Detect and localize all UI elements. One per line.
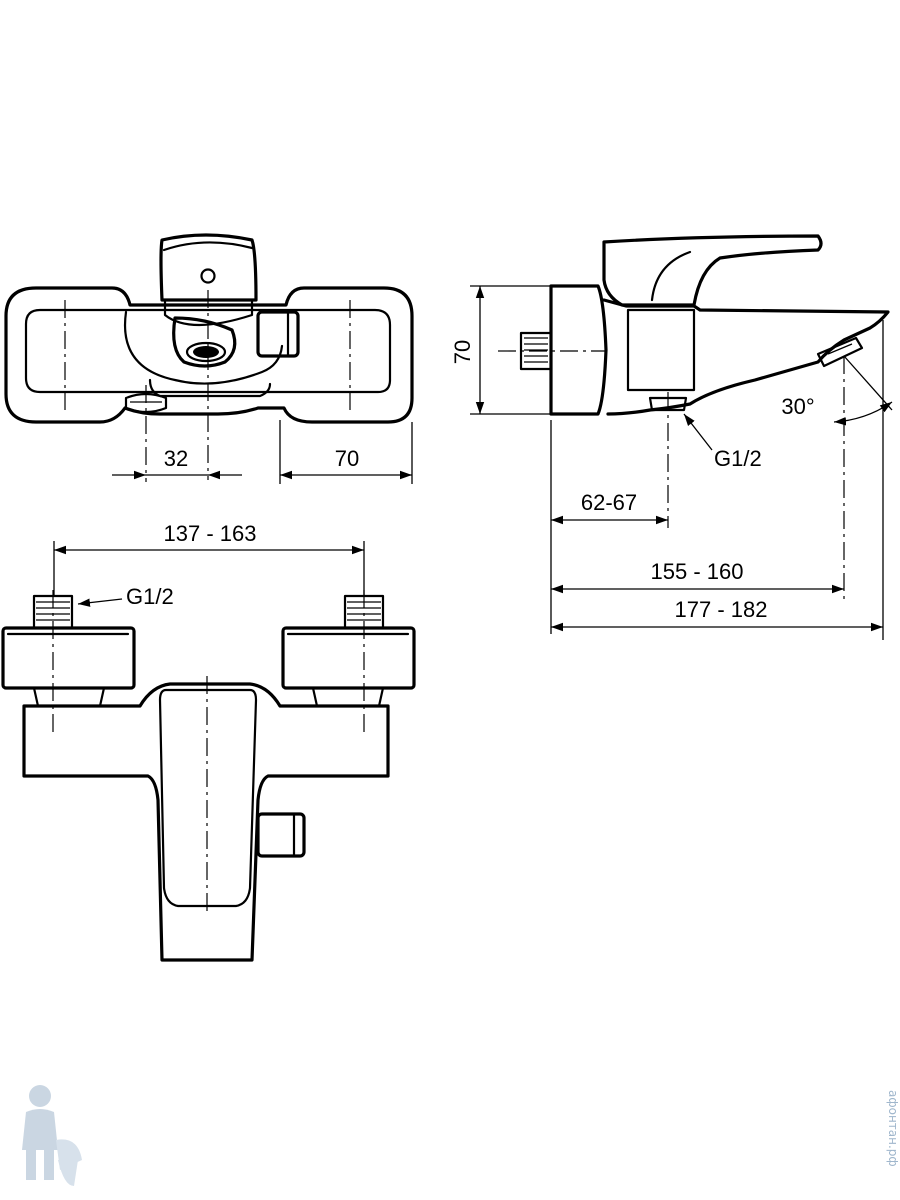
top-body-arc xyxy=(123,310,284,385)
front-diverter-knob xyxy=(256,812,306,858)
label-side-thread: G1/2 xyxy=(714,446,762,471)
dim-side-spout-depth: 155 - 160 xyxy=(651,559,744,584)
front-lever xyxy=(158,688,258,908)
top-view: 32 70 xyxy=(4,233,414,484)
top-aerator xyxy=(172,316,237,368)
top-lever xyxy=(159,233,258,302)
dim-side-inlet-depth: 62-67 xyxy=(581,490,637,515)
side-body xyxy=(602,298,890,416)
side-view: 30° 70 G1/2 62-67 155 - 160 177 - 182 xyxy=(450,234,893,640)
side-spout-aerator xyxy=(816,336,864,368)
front-right-nut xyxy=(281,626,416,690)
dim-side-angle: 30° xyxy=(781,394,814,419)
front-body xyxy=(22,682,390,962)
top-plate-recess xyxy=(24,308,392,394)
front-view: 137 - 163 G1/2 xyxy=(1,521,416,962)
dim-top-wall-depth: 70 xyxy=(335,446,359,471)
side-outlet-thread xyxy=(648,396,688,412)
top-body-arc-lower xyxy=(148,378,272,398)
top-inlet-thread xyxy=(124,392,168,414)
top-lever-hole xyxy=(200,268,216,284)
side-handle xyxy=(602,234,823,307)
label-front-thread: G1/2 xyxy=(126,584,174,609)
dim-front-centers: 137 - 163 xyxy=(164,521,257,546)
dim-top-offset: 32 xyxy=(164,446,188,471)
top-diverter-knob xyxy=(256,310,300,358)
plumber-mascot-logo xyxy=(22,1085,82,1186)
top-plate-outline xyxy=(4,286,414,424)
dim-side-height: 70 xyxy=(450,340,475,364)
watermark-site: афонтан.рф xyxy=(886,1090,900,1167)
dim-side-total-depth: 177 - 182 xyxy=(675,597,768,622)
front-left-nut xyxy=(1,626,136,690)
side-wall-rosette xyxy=(549,284,608,416)
